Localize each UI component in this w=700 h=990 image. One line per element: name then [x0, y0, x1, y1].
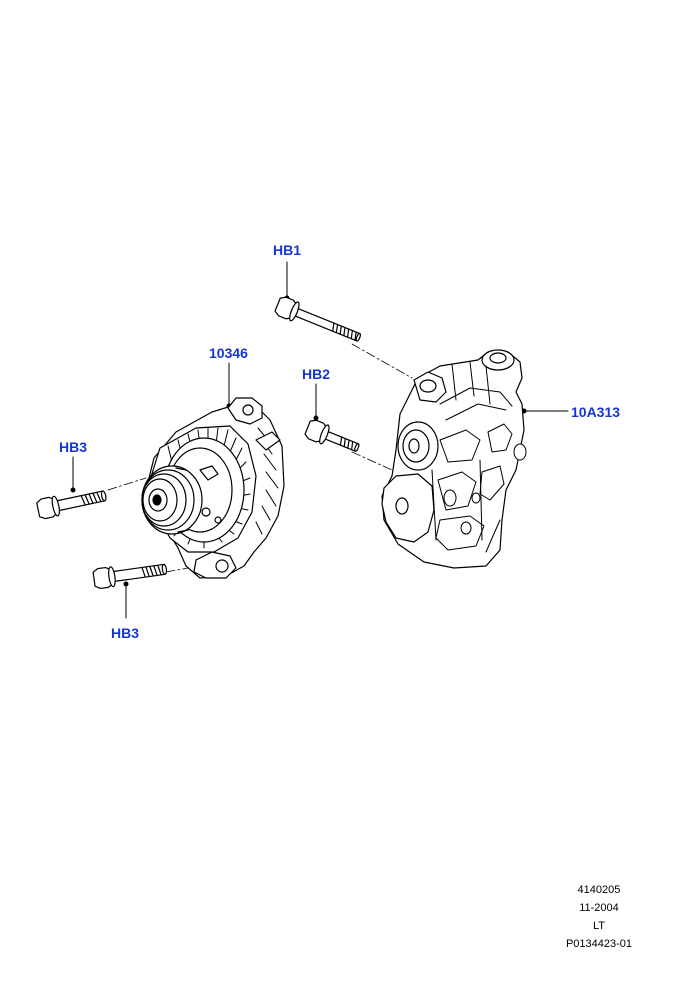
axis-line-hb3-lower [165, 567, 189, 573]
leader-dot-hb3-lower [123, 581, 129, 587]
reference-number: 4140205 [577, 884, 621, 896]
flange-bolt-icon [36, 490, 107, 520]
mounting-bracket-icon [381, 349, 527, 569]
callout-10a313: 10A313 [571, 404, 621, 420]
illustration-id: P0134423-01 [565, 938, 632, 950]
axis-line-hb1 [351, 343, 413, 379]
leader-dot-hb2 [313, 415, 319, 421]
callout-hb3-lower: HB3 [111, 625, 140, 641]
flange-bolt-icon [274, 296, 361, 342]
bracket-ribs [431, 361, 527, 553]
axis-line-hb3-upper [107, 477, 147, 491]
leader-dot-hb3-upper [70, 487, 76, 493]
flange-bolt-icon [92, 563, 168, 590]
pulley-icon [141, 465, 203, 535]
reference-date: 11-2004 [579, 902, 619, 914]
reference-code: LT [592, 920, 605, 932]
callout-hb2: HB2 [302, 366, 331, 382]
alignment-lines [107, 343, 413, 573]
drawing-reference-block: 4140205 11-2004 LT P0134423-01 [566, 881, 632, 953]
callout-hb1: HB1 [273, 242, 302, 258]
callout-10346: 10346 [209, 345, 248, 361]
axis-line-hb2 [351, 451, 393, 471]
flange-bolt-icon [304, 419, 360, 452]
callout-hb3-upper: HB3 [59, 439, 88, 455]
alternator-icon [141, 397, 285, 579]
